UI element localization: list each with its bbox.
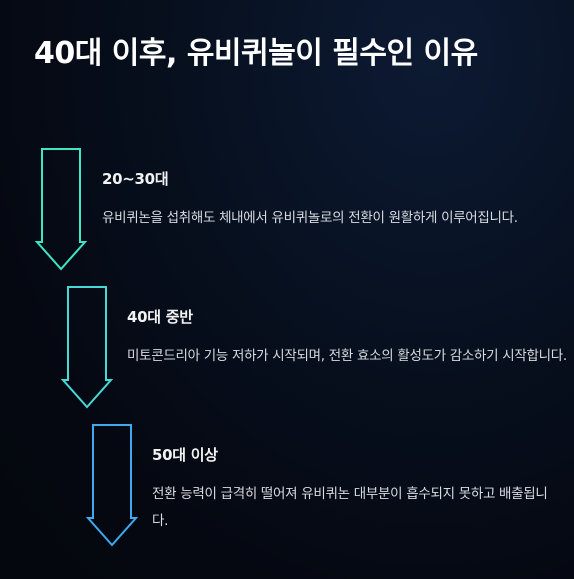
page-title: 40대 이후, 유비퀴놀이 필수인 이유 [34, 36, 478, 71]
step-description: 유비퀴논을 섭취해도 체내에서 유비퀴놀로의 전환이 원활하게 이루어집니다. [102, 210, 518, 226]
step-heading: 40대 중반 [127, 308, 193, 326]
down-arrow-icon [34, 148, 88, 271]
step-heading: 20~30대 [102, 170, 169, 188]
step-description: 전환 능력이 급격히 떨어져 유비퀴논 대부분이 흡수되지 못하고 배출됩니다. [152, 486, 548, 529]
down-arrow-icon [85, 424, 139, 547]
step-heading: 50대 이상 [152, 446, 218, 464]
step-description: 미토콘드리아 기능 저하가 시작되며, 전환 효소의 활성도가 감소하기 시작합… [127, 348, 567, 364]
down-arrow-icon [60, 286, 114, 409]
